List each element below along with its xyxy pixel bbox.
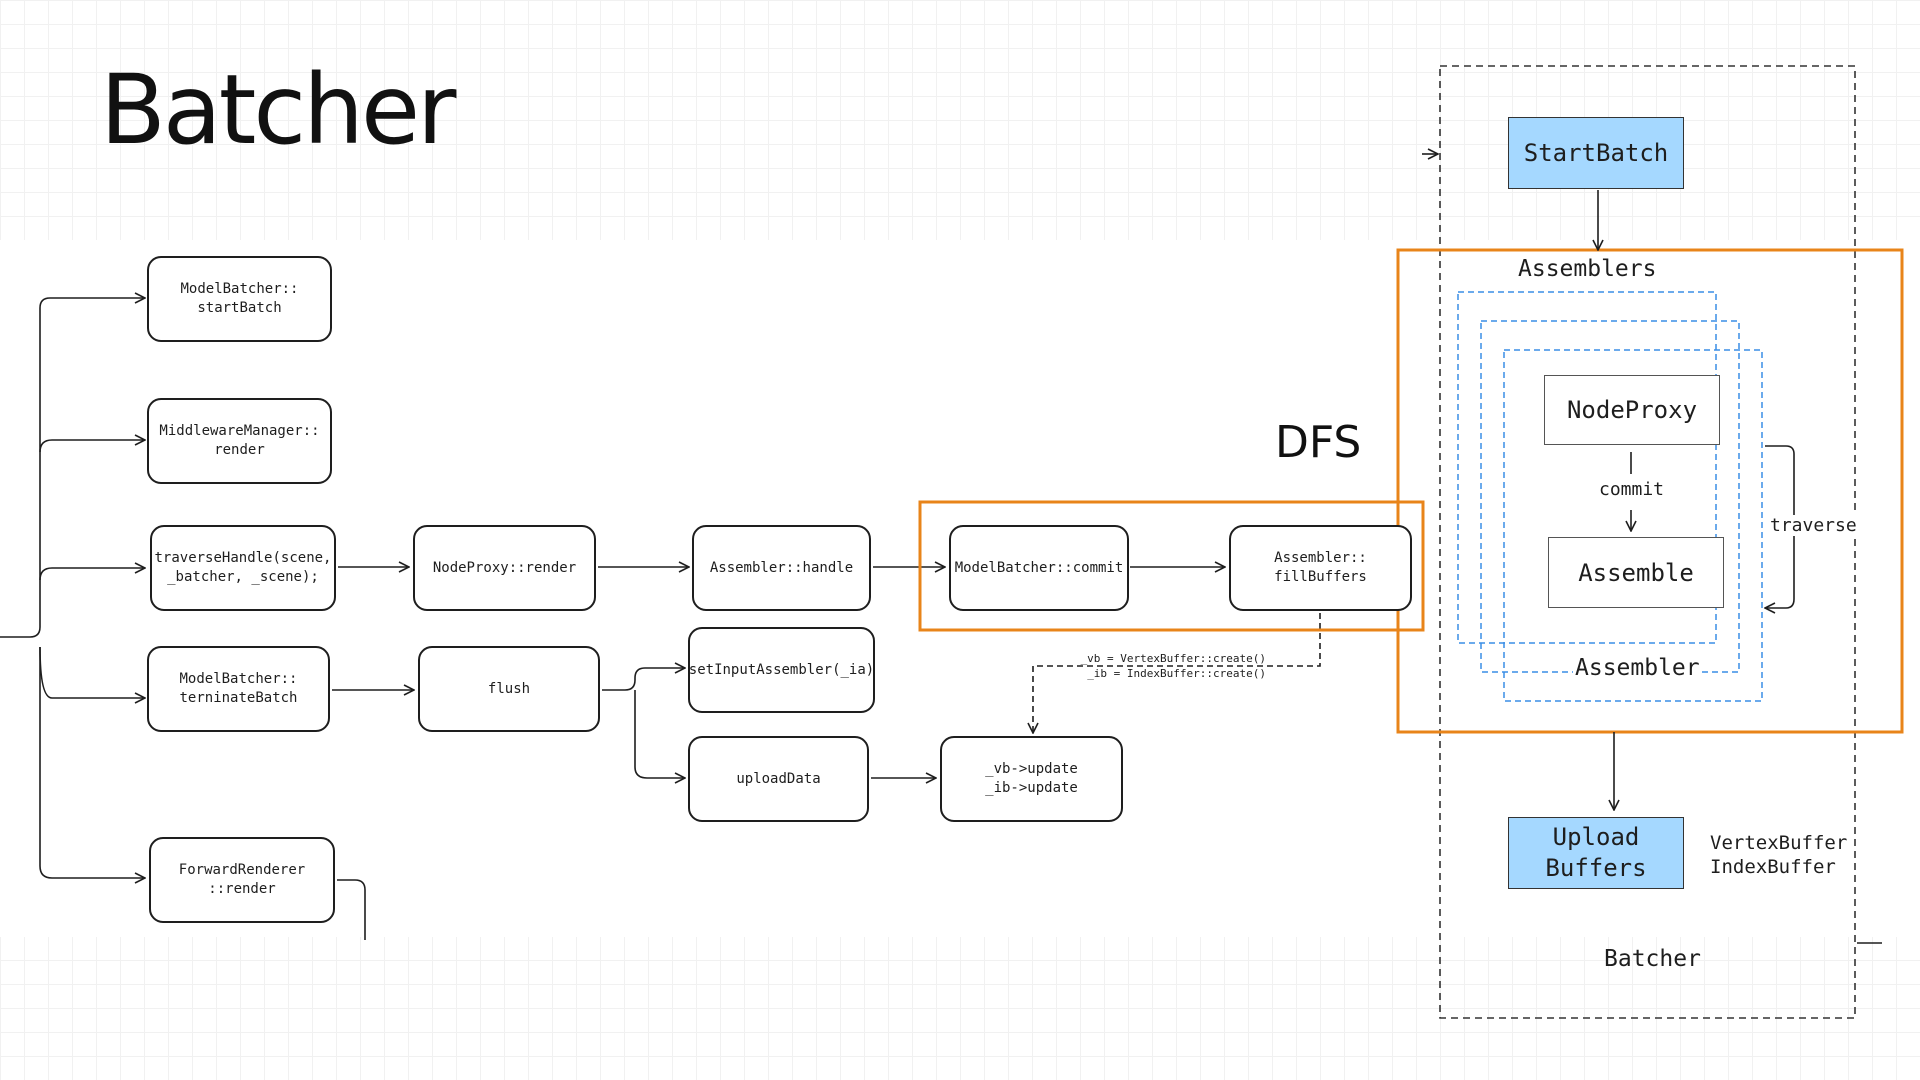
upload-buffers-box[interactable]: Upload Buffers	[1508, 817, 1684, 889]
buffers-update-node[interactable]: _vb->update _ib->update	[940, 736, 1123, 822]
assemble-box[interactable]: Assemble	[1548, 537, 1724, 608]
forward-render-node[interactable]: ForwardRenderer ::render	[149, 837, 335, 923]
batcher-panel-frame	[1439, 65, 1856, 1019]
assemblers-frame	[1396, 248, 1904, 734]
flush-node[interactable]: flush	[418, 646, 600, 732]
page-title: Batcher	[100, 54, 456, 166]
set-input-assembler-node[interactable]: setInputAssembler(_ia)	[688, 627, 875, 713]
model-batcher-commit-node[interactable]: ModelBatcher::commit	[949, 525, 1129, 611]
assembler-layer-3	[1503, 349, 1763, 702]
assemblers-label: Assemblers	[1518, 256, 1657, 282]
traverse-handle-node[interactable]: traverseHandle(scene, _batcher, _scene);	[150, 525, 336, 611]
nodeproxy-render-node[interactable]: NodeProxy::render	[413, 525, 596, 611]
assembler-layer-2	[1480, 320, 1740, 673]
upload-data-node[interactable]: uploadData	[688, 736, 869, 822]
start-batch-node[interactable]: ModelBatcher:: startBatch	[147, 256, 332, 342]
start-batch-box[interactable]: StartBatch	[1508, 117, 1684, 189]
dfs-highlight-frame	[918, 500, 1425, 632]
dfs-label: DFS	[1275, 417, 1362, 468]
assembler-handle-node[interactable]: Assembler::handle	[692, 525, 871, 611]
main-branch-connector	[0, 298, 145, 878]
traverse-label: traverse	[1770, 515, 1857, 536]
assembler-label: Assembler	[1573, 655, 1702, 681]
create-buffers-note: _vb = VertexBuffer::create() _ib = Index…	[1080, 652, 1266, 680]
create-buffers-dashed-arrow	[1033, 613, 1321, 733]
node-proxy-box[interactable]: NodeProxy	[1544, 375, 1720, 445]
flow-arrows	[332, 567, 1225, 940]
assembler-fill-buffers-node[interactable]: Assembler:: fillBuffers	[1229, 525, 1412, 611]
assembler-layer-1	[1457, 291, 1717, 644]
terminate-batch-node[interactable]: ModelBatcher:: terninateBatch	[147, 646, 330, 732]
buffers-note: VertexBuffer IndexBuffer	[1710, 832, 1848, 878]
middleware-render-node[interactable]: MiddlewareManager:: render	[147, 398, 332, 484]
batcher-panel-label: Batcher	[1604, 946, 1701, 972]
commit-label: commit	[1599, 479, 1665, 500]
